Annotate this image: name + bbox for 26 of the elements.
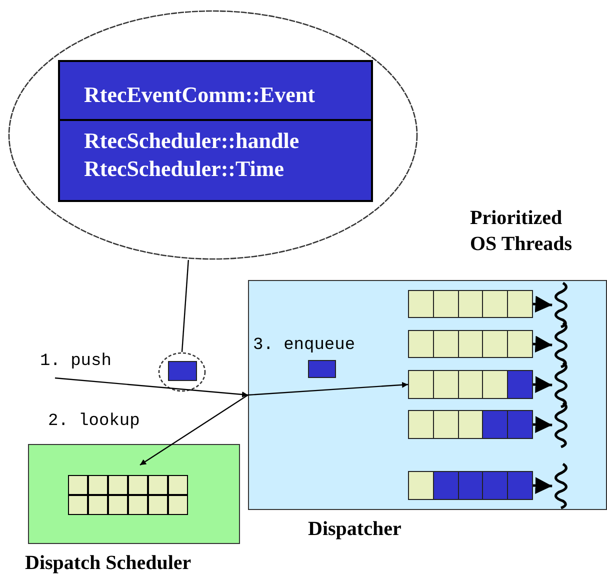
- thread-caption: Prioritized OS Threads: [470, 206, 574, 257]
- queue-bar: [408, 290, 533, 318]
- queue-bar: [408, 410, 533, 439]
- arrow: [54, 377, 248, 398]
- lookup-table: [68, 475, 188, 515]
- edge-label: 2. lookup: [48, 412, 140, 431]
- queue-bar: [408, 471, 533, 500]
- arrow: [532, 296, 552, 312]
- panel-title: Dispatcher: [308, 518, 402, 541]
- edge-label: 3. enqueue: [253, 336, 356, 355]
- attribute-list: RtecScheduler::handle RtecScheduler::Time: [60, 121, 371, 183]
- edge-label: 1. push: [40, 352, 112, 371]
- leader-line: [181, 260, 189, 352]
- arrow: [532, 376, 552, 393]
- class-box: [58, 60, 373, 202]
- event-block: [308, 360, 336, 378]
- arrow: [532, 477, 552, 494]
- arrow: [248, 382, 408, 396]
- queue-bar: [408, 330, 533, 358]
- queue-bar: [408, 370, 533, 399]
- arrow: [140, 394, 248, 466]
- arrow: [532, 336, 552, 352]
- arrow: [532, 416, 552, 433]
- event-block: [168, 361, 197, 381]
- class-name: RtecEventComm::Event: [60, 62, 371, 121]
- panel-title: Dispatch Scheduler: [25, 552, 192, 575]
